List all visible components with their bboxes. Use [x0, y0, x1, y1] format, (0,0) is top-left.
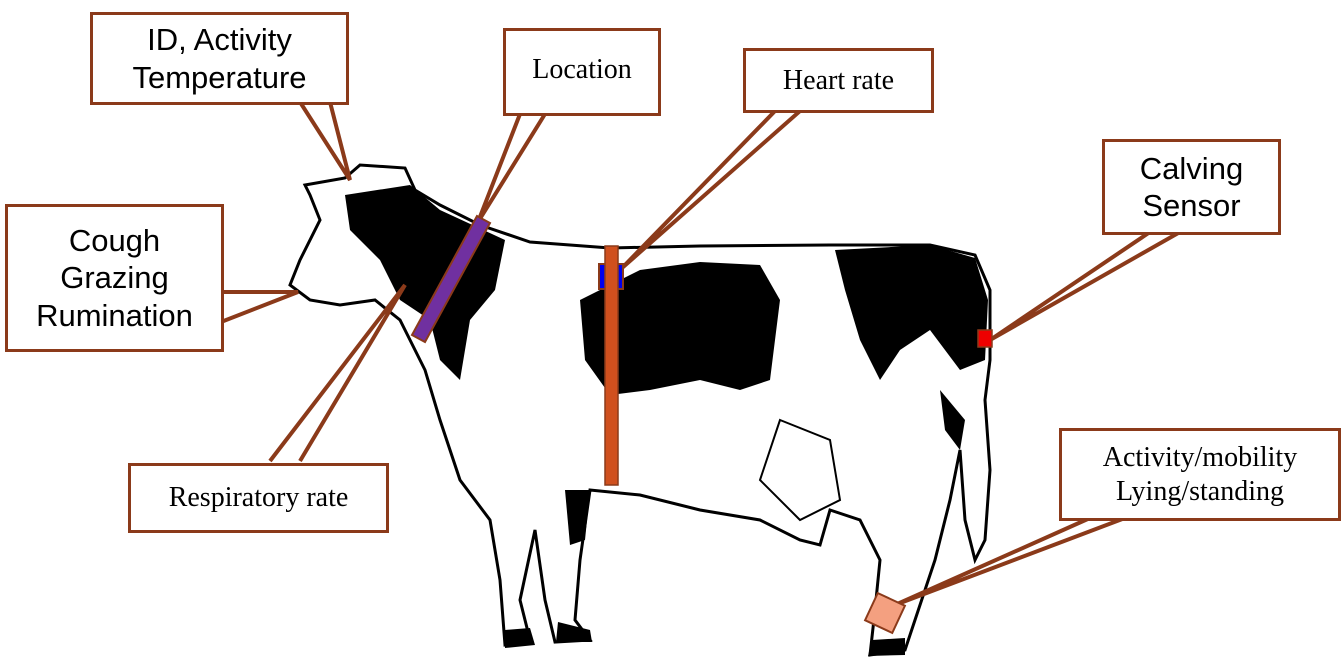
- label-line: Temperature: [132, 59, 307, 95]
- callout-heart-rate: Heart rate: [743, 48, 934, 113]
- label-line: Sensor: [1142, 188, 1241, 223]
- leg-activity-sensor: [863, 591, 907, 635]
- collar-location-sensor: [410, 214, 492, 344]
- cow-spots: [345, 185, 988, 656]
- callout-cough-grazing-rumination: Cough Grazing Rumination: [5, 204, 224, 352]
- callout-calving-sensor: Calving Sensor: [1102, 139, 1281, 235]
- label-line: Cough: [68, 223, 161, 259]
- label-line: Location: [532, 54, 632, 85]
- label-line: Respiratory rate: [168, 482, 349, 514]
- label-line: Activity/mobility: [1102, 441, 1298, 473]
- girth-strap: [604, 245, 619, 486]
- calving-sensor: [977, 329, 993, 348]
- label-line: Grazing: [60, 260, 169, 296]
- label-line: Lying/standing: [1116, 475, 1284, 507]
- label-line: Heart rate: [782, 64, 895, 96]
- callout-respiratory-rate: Respiratory rate: [128, 463, 389, 533]
- callout-activity-mobility: Activity/mobility Lying/standing: [1059, 428, 1341, 521]
- label-line: ID, Activity: [147, 22, 292, 58]
- label-line: Calving: [1139, 150, 1244, 186]
- label-line: Rumination: [36, 297, 193, 333]
- callout-id-activity-temperature: ID, Activity Temperature: [90, 12, 349, 105]
- callout-location: Location: [503, 28, 661, 116]
